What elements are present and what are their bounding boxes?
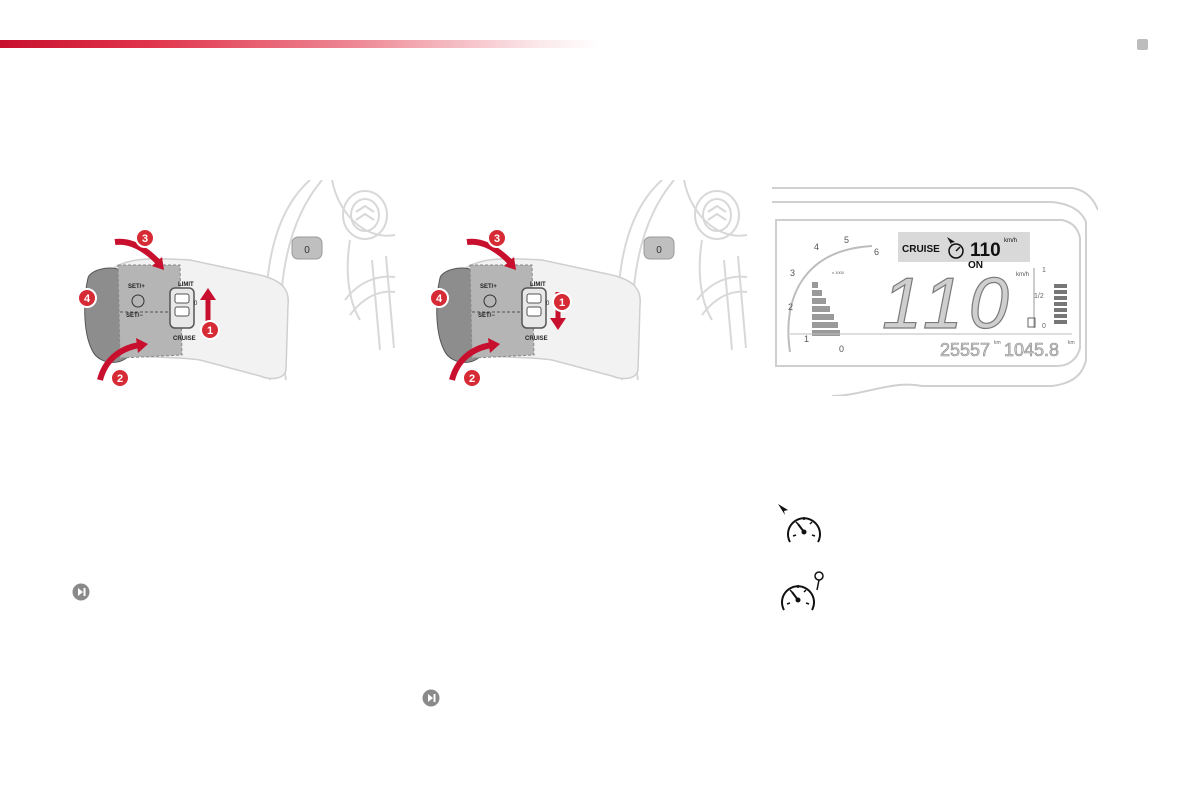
tach-tick-4: 4 xyxy=(814,242,819,252)
cruise-label: CRUISE xyxy=(525,336,548,342)
tach-tick-1: 1 xyxy=(804,334,809,344)
cruise-state: ON xyxy=(968,260,983,271)
step-badge-1: 1 xyxy=(559,297,565,309)
step-badge-2: 2 xyxy=(469,373,475,385)
step-badge-3: 3 xyxy=(142,233,148,245)
tach-tick-2: 2 xyxy=(788,302,793,312)
tach-tick-6: 6 xyxy=(874,247,879,257)
stalk-figure-increase: 0 LIMIT CRUISE SET/+ SET/− 0 1 2 3 4 xyxy=(60,180,395,395)
step-badge-4: 4 xyxy=(84,293,91,305)
step-badge-4: 4 xyxy=(436,293,443,305)
odometer-value: 25557 xyxy=(940,340,990,360)
trip-value: 1045.8 xyxy=(1004,340,1059,360)
speed-value: 110 xyxy=(882,264,1015,344)
cruise-paused-icon xyxy=(776,568,826,619)
header-accent-bar xyxy=(0,40,600,48)
tach-tick-3: 3 xyxy=(790,268,795,278)
tach-multiplier: x 1000 xyxy=(832,270,845,275)
speed-unit: km/h xyxy=(1016,272,1029,278)
limit-label: LIMIT xyxy=(530,282,546,288)
switch-label: 0 xyxy=(304,245,310,256)
step-badge-2: 2 xyxy=(117,373,123,385)
fuel-empty-label: 0 xyxy=(1042,323,1046,330)
tach-tick-5: 5 xyxy=(844,235,849,245)
instrument-panel-figure: 0 1 2 3 4 5 6 x 1000 CRUISE 110 km/h ON … xyxy=(772,180,1098,396)
set-minus-label: SET/− xyxy=(126,313,143,319)
set-plus-label: SET/+ xyxy=(480,284,497,290)
page-marker xyxy=(1137,39,1148,50)
fuel-full-label: 1 xyxy=(1042,267,1046,274)
zero-label: 0 xyxy=(546,301,550,307)
next-page-icon[interactable] xyxy=(72,583,90,601)
cruise-selected-icon xyxy=(776,502,826,553)
step-badge-1: 1 xyxy=(207,325,213,337)
step-badge-3: 3 xyxy=(494,233,500,245)
tach-tick-0: 0 xyxy=(839,344,844,354)
limit-label: LIMIT xyxy=(178,282,194,288)
zero-label: 0 xyxy=(194,301,198,307)
set-speed-value: 110 xyxy=(970,240,1001,261)
set-plus-label: SET/+ xyxy=(128,284,145,290)
set-speed-unit: km/h xyxy=(1004,238,1017,244)
cruise-label: CRUISE xyxy=(173,336,196,342)
odometer-unit: km xyxy=(994,340,1001,346)
cruise-mode-label: CRUISE xyxy=(902,244,940,255)
switch-label: 0 xyxy=(656,245,662,256)
fuel-half-label: 1/2 xyxy=(1034,293,1044,300)
next-page-icon[interactable] xyxy=(422,689,440,707)
set-minus-label: SET/− xyxy=(478,313,495,319)
trip-unit: km xyxy=(1068,340,1075,346)
stalk-figure-decrease: 0 LIMIT CRUISE SET/+ SET/− 0 1 2 3 4 xyxy=(412,180,747,395)
